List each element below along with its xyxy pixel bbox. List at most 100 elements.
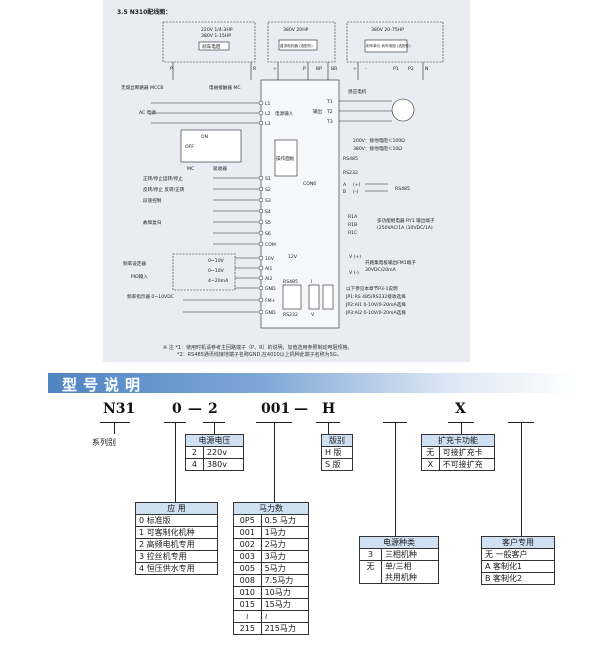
jp-rs232: RS232 <box>283 312 298 318</box>
jp1-block <box>282 284 302 310</box>
pin-p: P <box>170 66 173 72</box>
horsepower-value: 0.5 马力 <box>260 514 310 527</box>
wiring-notes: ※ 注 *1：使用时机请参考主回路端子（P、R）的说明，加值选用参照制动电阻规格… <box>163 345 353 359</box>
on-label: ON <box>201 134 208 140</box>
off-label: OFF <box>185 144 194 150</box>
expansion-code: X <box>421 458 440 471</box>
phase-value: 单/三相 <box>380 560 440 572</box>
pin-p2b: P2 <box>408 66 414 72</box>
top-box-1-line2: 380V 1-15HP <box>201 33 231 39</box>
phase-code: 无 <box>359 560 382 572</box>
horsepower-value: 2马力 <box>260 538 310 551</box>
horsepower-code: 215 <box>233 622 262 635</box>
pin-l2: L2 <box>265 111 271 117</box>
code-power: 001 <box>261 401 291 417</box>
application-table: 应 用 0 标准版 1 可客制化机种 2 高频电机专用 3 拉丝机专用 4 恒压… <box>135 502 218 575</box>
top-box-1-inner: 刹车电阻 <box>202 43 221 50</box>
motor-label: 感应电机 <box>348 88 367 95</box>
version-row: H 版 <box>321 446 353 459</box>
brake-resistor-box <box>162 21 256 63</box>
phase-value: 共用机种 <box>380 572 440 584</box>
input-label: 反转/停止 反转/正转 <box>143 186 185 193</box>
analog-terminal <box>258 285 264 291</box>
horsepower-code: 005 <box>233 562 262 575</box>
customer-row: B 客制化2 <box>481 572 555 585</box>
top-box-2-line1: 380V 20HP <box>283 27 309 33</box>
customer-row: A 客制化1 <box>481 560 555 573</box>
application-row: 2 高频电机专用 <box>135 538 218 551</box>
expansion-value: 可接扩充卡 <box>438 446 496 459</box>
horsepower-code: 015 <box>233 598 262 611</box>
horsepower-code: 003 <box>233 550 262 563</box>
ground-note-1: 200V：接地电阻＜100Ω <box>353 137 405 144</box>
analog-pin: AI2 <box>265 276 272 282</box>
fm-plus: FM+ <box>265 298 276 304</box>
rs485-pin-minus: (-) <box>353 189 358 195</box>
customer-table: 客户专用 无 一般客户 A 客制化1 B 客制化2 <box>481 536 555 585</box>
jumper-note-3: JP2:AI1 0-10V/0-20mA选择 <box>345 301 406 308</box>
analog-terminal <box>258 255 264 261</box>
voltage-header: 电源电压 <box>185 434 244 447</box>
pin-plus: + <box>273 66 277 72</box>
voltage-code: 4 <box>185 458 204 471</box>
breaker-label: 无熔丝断路器 MCCB <box>121 84 164 91</box>
power-out-note: 输出 <box>313 108 323 115</box>
rs485-label: RS485 <box>343 156 358 162</box>
output-pin-vminus: V (-) <box>349 270 359 276</box>
relay-note-1: 多功能继电器 RY1 输出端子 <box>377 217 435 224</box>
input-pin: S4 <box>265 209 271 215</box>
application-row: 4 恒压供水专用 <box>135 562 218 575</box>
horsepower-code: 010 <box>233 586 262 599</box>
pin-t2: T2 <box>326 109 333 115</box>
horsepower-value: 5马力 <box>260 562 310 575</box>
voltage-code: 2 <box>185 446 204 459</box>
pin-bp: BP <box>316 66 322 72</box>
ac-label: AC 电源 <box>139 109 156 116</box>
code-dash-1: — <box>188 401 202 417</box>
input-label: 正转/停止运转/停止 <box>143 175 183 182</box>
analog-terminal <box>258 275 264 281</box>
fm-gnd: GND <box>265 310 276 316</box>
analog-pin: GND <box>265 286 276 292</box>
jp2-block <box>308 284 320 310</box>
application-row: 3 拉丝机专用 <box>135 550 218 563</box>
v12-label: 12V <box>288 254 298 260</box>
connector-app <box>175 422 176 502</box>
phase-code <box>359 572 382 584</box>
output-note-1: 开路集电极输出FM1端子 <box>365 259 416 266</box>
rs485-pin-b: B <box>343 189 346 195</box>
section-title: 型号说明 <box>62 376 147 394</box>
pin-t1: T1 <box>326 99 333 105</box>
cpu-box <box>274 139 298 177</box>
connector-customer <box>521 422 522 536</box>
relay-r1c: R1C <box>348 230 357 236</box>
top-box-1-line1: 220V 1/4-3HP <box>201 27 233 33</box>
connector-version <box>328 422 329 434</box>
input-terminal <box>258 175 264 181</box>
underline-series <box>100 422 130 423</box>
customer-header: 客户专用 <box>481 536 555 549</box>
expansion-code: 无 <box>421 446 440 459</box>
application-row: 0 标准版 <box>135 514 218 527</box>
pin-l3: L3 <box>265 121 271 127</box>
horsepower-code: 0P5 <box>233 514 262 527</box>
analog-range-1: 0~10V <box>208 258 225 264</box>
relay-note-2: (250VAC/1A (30VDC/1A) <box>377 225 433 231</box>
ground-note-2: 380V：接地电阻＜10Ω <box>353 145 402 152</box>
analog-range-3: 4~20mA <box>208 278 229 284</box>
code-n31: N31 <box>103 401 136 417</box>
analog-pin: 10V <box>265 256 275 262</box>
con6-label: CON6 <box>303 181 316 187</box>
horsepower-code: ≀ <box>233 610 262 623</box>
power-in-note: 电源输入 <box>275 110 294 117</box>
version-row: S 版 <box>321 458 353 471</box>
freq-label: 频率设定器 <box>123 260 146 267</box>
connector-phase <box>395 422 396 536</box>
input-pin: S6 <box>265 231 271 237</box>
